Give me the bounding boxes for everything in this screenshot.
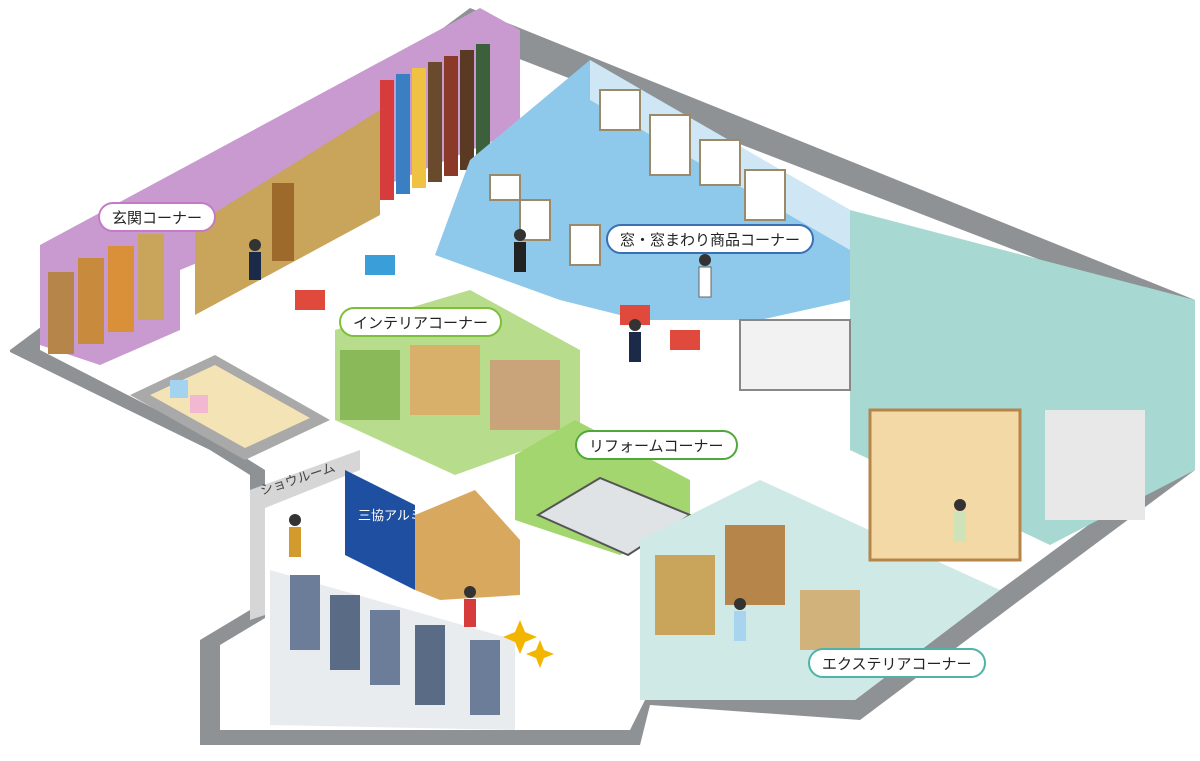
entrance-corner-label: 玄関コーナー [98,202,217,232]
window-corner-label: 窓・窓まわり商品コーナー [606,224,815,254]
exterior-samples [655,319,1145,650]
brand-panel: 三協アルミ [345,470,423,590]
brand-name: 三協アルミ [358,509,423,524]
exterior-corner-label: エクステリアコーナー [808,648,986,678]
reform-corner-label: リフォームコーナー [575,430,738,460]
lounge-furniture [295,255,700,350]
interior-corner-label: インテリアコーナー [339,307,503,337]
door-samples [48,44,490,354]
front-door-display [270,570,515,730]
window-samples [489,89,786,266]
people [249,229,966,641]
entrance-door [272,183,294,261]
reception-counter [415,490,520,600]
sparkle-icon [503,620,554,668]
window-area [435,60,850,320]
